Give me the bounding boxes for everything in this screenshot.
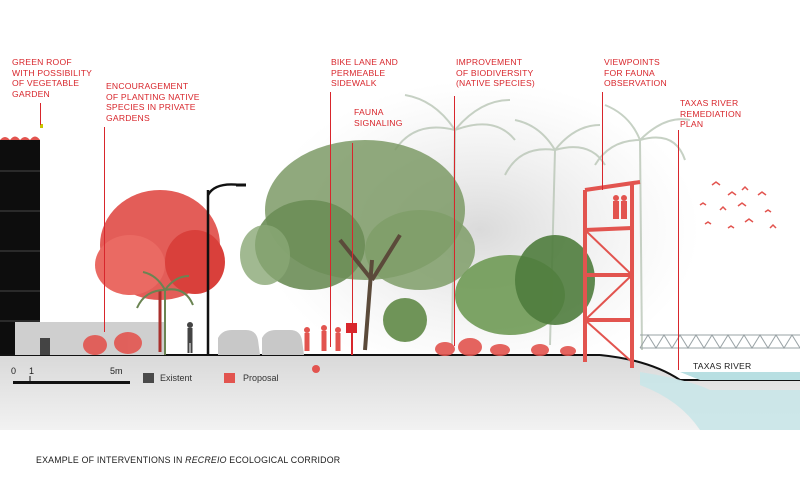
green-roof	[0, 136, 40, 140]
leader-bike-lane	[330, 92, 331, 347]
scale-one: 1	[29, 366, 35, 376]
caption-italic: RECREIO	[185, 455, 227, 465]
legend-proposal-label: Proposal	[243, 373, 279, 383]
birds	[699, 181, 777, 229]
scale-five: 5m	[110, 366, 123, 376]
legend-proposal-swatch	[224, 373, 235, 383]
leader-viewpoints	[602, 92, 603, 190]
existing-trees	[240, 140, 595, 351]
legend-existent-label: Existent	[160, 373, 193, 383]
existing-pedestrian	[187, 322, 193, 353]
river	[640, 372, 800, 430]
leader-native-planting	[104, 127, 105, 332]
label-remediation: TAXAS RIVER REMEDIATION PLAN	[680, 98, 742, 129]
scale-bar	[13, 376, 130, 384]
figure-caption: EXAMPLE OF INTERVENTIONS IN RECREIO ECOL…	[36, 455, 340, 465]
proposal-pedestrians	[304, 325, 341, 351]
label-viewpoints: VIEWPOINTS FOR FAUNA OBSERVATION	[604, 57, 667, 88]
label-fauna-signaling: FAUNA SIGNALING	[354, 107, 403, 128]
proposal-shrubs	[83, 332, 576, 356]
fauna-sign	[346, 323, 357, 355]
river-label: TAXAS RIVER	[693, 361, 752, 371]
scale-zero: 0	[11, 366, 17, 376]
proposal-tree	[95, 190, 225, 352]
label-bike-lane: BIKE LANE AND PERMEABLE SIDEWALK	[331, 57, 399, 88]
leader-fauna-signaling	[352, 143, 353, 328]
label-native-planting: ENCOURAGEMENT OF PLANTING NATIVE SPECIES…	[106, 81, 200, 123]
cars	[218, 330, 304, 355]
leader-green-roof	[40, 103, 41, 125]
label-green-roof: GREEN ROOF WITH POSSIBILITY OF VEGETABLE…	[12, 57, 93, 99]
street-lamp	[206, 183, 246, 355]
viewpoint-tower	[583, 180, 641, 368]
caption-suffix: ECOLOGICAL CORRIDOR	[226, 455, 341, 465]
caption-prefix: EXAMPLE OF INTERVENTIONS IN	[36, 455, 186, 465]
ground-section	[0, 355, 800, 430]
bridge	[639, 334, 800, 349]
small-palm	[136, 271, 194, 355]
legend-existent-swatch	[143, 373, 154, 383]
proposal-marker	[312, 365, 320, 373]
leader-remediation	[678, 130, 679, 370]
label-biodiversity: IMPROVEMENT OF BIODIVERSITY (NATIVE SPEC…	[456, 57, 535, 88]
building	[0, 124, 43, 355]
leader-biodiversity	[454, 96, 455, 346]
